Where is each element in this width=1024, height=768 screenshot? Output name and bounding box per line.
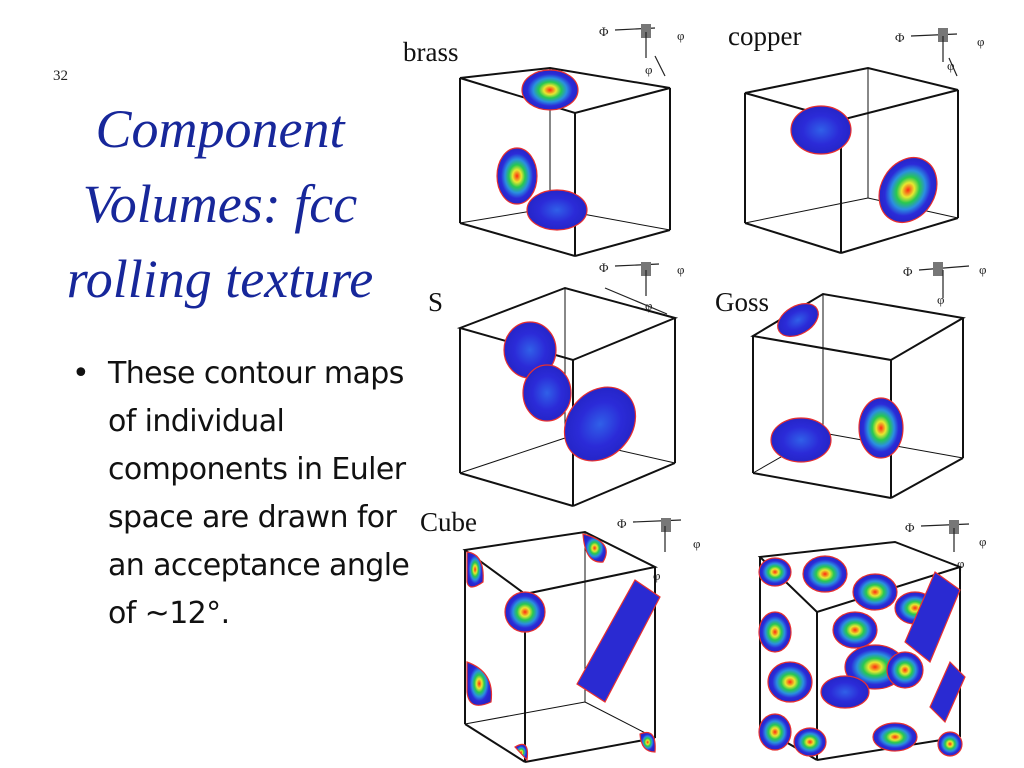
svg-text:Φ: Φ [617,516,627,531]
bullet-list: • These contour maps of individual compon… [70,350,410,638]
blob [793,727,827,757]
blob [758,713,792,751]
orientation-blobs [790,105,938,223]
title-line-1: Component [95,99,345,159]
blob [758,611,792,653]
svg-text:φ: φ [653,568,661,583]
svg-text:φ: φ [979,534,987,549]
blob [466,661,493,706]
svg-text:φ: φ [947,58,955,73]
blob [496,147,538,205]
bullet-text: These contour maps of individual compone… [108,356,410,631]
euler-axes-icon: Φ φ φ [895,28,985,77]
panel-all-components: Φ φ φ [757,520,987,761]
title-line-2: Volumes: fcc [82,174,358,234]
panel-copper: Φ φ φ [744,28,985,254]
label-s: S [428,287,444,317]
axis-phi2: φ [645,62,653,77]
blob [521,69,579,111]
blob [563,386,637,462]
blob [522,364,572,422]
blob [504,591,546,633]
slide-number: 32 [53,68,68,84]
svg-text:φ: φ [693,536,701,551]
blob [576,579,661,703]
blob [777,303,819,337]
blob [767,661,813,703]
euler-axes-icon: Φ φ φ [905,520,987,571]
label-copper: copper [728,21,802,51]
blob [852,573,898,611]
svg-text:φ: φ [977,34,985,49]
blob [790,105,852,155]
bullet-item: • These contour maps of individual compon… [70,350,410,638]
slide-title: Component Volumes: fcc rolling texture [20,92,420,317]
svg-text:Φ: Φ [903,264,913,279]
title-line-3: rolling texture [66,249,374,309]
svg-text:φ: φ [979,262,987,277]
blob [770,417,832,463]
axis-phi1: φ [677,28,685,43]
blob [639,731,656,753]
label-cube: Cube [420,507,477,537]
blob [878,157,938,223]
blob [937,731,963,757]
blob [820,675,870,709]
bullet-dot-icon: • [72,356,90,391]
label-goss: Goss [715,287,770,317]
blob [466,551,484,588]
orientation-blobs [770,303,904,463]
orientation-blobs [466,533,661,762]
euler-axes-icon: Φ φ φ [617,516,701,583]
panel-brass: Φ φ φ [459,24,685,257]
panel-cube: Φ φ φ [462,516,701,763]
blob [802,555,848,593]
blob [886,651,924,689]
blob [758,557,792,587]
euler-axes-icon: Φ φ φ [599,24,685,77]
orientation-blobs [758,555,966,757]
svg-text:Φ: Φ [905,520,915,535]
svg-text:φ: φ [937,292,945,307]
blob [832,611,878,649]
blob [582,533,607,563]
blob [929,660,966,724]
svg-text:Φ: Φ [599,260,609,275]
blob [858,397,904,459]
euler-axes-icon: Φ φ φ [903,262,987,307]
panel-s: Φ φ φ [456,260,685,507]
blob [514,743,529,762]
svg-text:φ: φ [957,556,965,571]
svg-text:φ: φ [677,262,685,277]
orientation-blobs [503,321,637,462]
axis-Phi: Φ [599,24,609,39]
blob [904,571,961,663]
blob [872,722,918,752]
label-brass: brass [403,37,459,67]
svg-text:φ: φ [645,298,653,313]
orientation-blobs [496,69,588,231]
euler-axes-icon: Φ φ φ [599,260,685,315]
panel-goss: Φ φ φ [750,262,987,499]
blob [526,189,588,231]
svg-text:Φ: Φ [895,30,905,45]
